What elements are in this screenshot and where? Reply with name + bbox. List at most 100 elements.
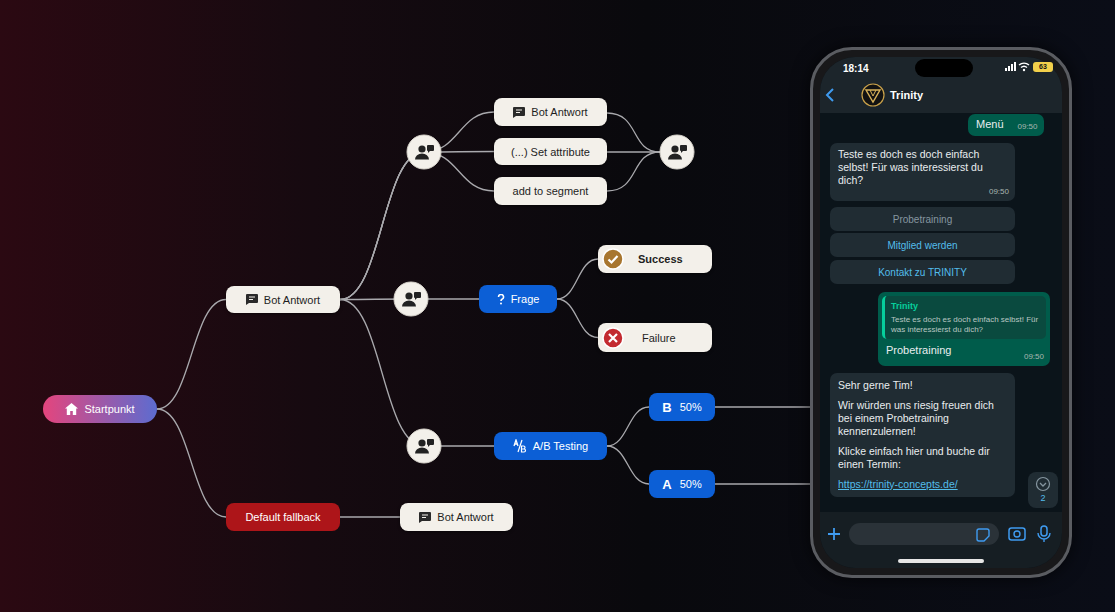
decor-part — [1038, 533, 1050, 542]
node-text: Success — [638, 253, 683, 265]
user-icon — [660, 135, 694, 169]
ab-icon — [513, 439, 527, 453]
connector — [715, 483, 810, 484]
decor-part — [516, 110, 522, 113]
connector — [340, 112, 494, 300]
decor-part — [249, 297, 255, 300]
decor-part — [422, 515, 428, 518]
reply-button: Kontakt zu TRINITY — [830, 260, 1015, 284]
variant-box: A 50% — [649, 470, 715, 498]
decor-part — [603, 328, 623, 348]
node-subtext: 09:50 — [1018, 120, 1038, 133]
variant-box: B50% — [649, 393, 715, 421]
received-bubble: Teste es doch es doch einfach selbst! Fü… — [830, 143, 1015, 201]
connector — [607, 446, 649, 484]
node-subtext: Wir würden uns riesig freuen dich bei ei… — [838, 399, 1007, 438]
node-text: Bot Antwort — [437, 511, 493, 523]
node-text: A — [662, 477, 671, 492]
decor-part — [500, 302, 502, 304]
connector — [340, 152, 494, 300]
phone-mockup: 18:14TrinityMenü09:50Teste es doch es do… — [810, 47, 1072, 578]
decor-part — [862, 84, 884, 106]
reply-button: Probetraining — [830, 207, 1015, 231]
decor-part — [870, 90, 876, 96]
node-text: Mitglied werden — [887, 239, 957, 252]
decor-part — [866, 90, 880, 102]
decor-part — [419, 512, 431, 523]
node-text: Menü — [976, 118, 1004, 130]
node-text: Startpunkt — [84, 403, 134, 415]
decor-part — [898, 559, 984, 563]
home-icon — [65, 403, 78, 415]
decor-part — [609, 256, 618, 263]
decor-part — [1009, 528, 1025, 540]
process-box: Bot Antwort — [494, 98, 607, 126]
decor-part — [498, 294, 503, 300]
decor-part — [609, 334, 617, 342]
process-box: (...) Set attribute — [494, 138, 607, 165]
decor-part — [1033, 62, 1053, 72]
node-text: Probetraining — [882, 339, 1046, 362]
connector — [340, 300, 494, 447]
start-node: Startpunkt — [43, 395, 157, 423]
decor-part — [977, 529, 989, 541]
chat-icon — [513, 107, 525, 118]
decor-part — [828, 528, 840, 540]
question-icon — [497, 294, 505, 305]
connector — [157, 300, 226, 410]
decor-part — [1040, 483, 1046, 486]
decor-part — [1019, 63, 1029, 67]
decor-part — [607, 152, 660, 191]
process-box: add to segment — [494, 177, 607, 205]
decor-part — [607, 151, 660, 152]
node-text: Probetraining — [893, 213, 952, 226]
decor-part — [1014, 531, 1020, 537]
decor-part — [65, 403, 78, 415]
node-text: Bot Antwort — [264, 294, 320, 306]
test-box: A/B Testing — [494, 432, 607, 460]
decor-part — [607, 113, 660, 152]
reply-button: Mitglied werden — [830, 233, 1015, 257]
connector — [340, 516, 400, 517]
connector — [157, 409, 226, 517]
user-icon — [394, 282, 428, 316]
chat-icon — [419, 512, 431, 523]
decor-part — [603, 249, 623, 269]
question-box: Frage — [479, 285, 557, 313]
decor-part — [1005, 68, 1007, 71]
sent-bubble: Menü 09:50 — [968, 114, 1044, 136]
node-subtext: https://trinity-concepts.de/ — [838, 478, 1007, 491]
node-subtext: 09:50 — [989, 185, 1009, 198]
decor-part — [513, 107, 525, 118]
decor-part — [827, 89, 833, 101]
decor-part — [1014, 62, 1016, 71]
process-box: Bot Antwort — [400, 503, 513, 531]
node-text: Teste es doch es doch einfach selbst! Fü… — [838, 148, 1007, 187]
node-subtext: 50% — [680, 401, 702, 413]
node-text: Bot Antwort — [531, 106, 587, 118]
battery-level: 63 — [1033, 62, 1053, 72]
fallback-box: Default fallback — [226, 503, 340, 531]
connector — [557, 299, 598, 338]
node-text: Default fallback — [245, 511, 320, 523]
node-text: add to segment — [513, 185, 589, 197]
result-box: Success — [598, 245, 712, 273]
process-box: Bot Antwort — [226, 286, 340, 313]
node-text: (...) Set attribute — [511, 146, 590, 158]
decor-part — [246, 294, 258, 305]
node-text: 2 — [1028, 493, 1058, 503]
node-text: Sehr gerne Tim! — [838, 379, 1007, 392]
node-text: Trinity — [891, 300, 1040, 313]
merge-lines — [607, 113, 660, 191]
dynamic-island — [915, 59, 973, 77]
decor-part — [1037, 478, 1050, 491]
connector — [340, 152, 494, 300]
node-text: 18:14 — [843, 63, 869, 74]
node-subtext: Teste es doch es doch einfach selbst! Fü… — [891, 315, 1040, 335]
node-subtext: 50% — [680, 478, 702, 490]
decor-part — [1005, 62, 1016, 71]
chat-icon — [246, 294, 258, 305]
node-text: Failure — [642, 332, 676, 344]
node-text: Frage — [511, 293, 540, 305]
